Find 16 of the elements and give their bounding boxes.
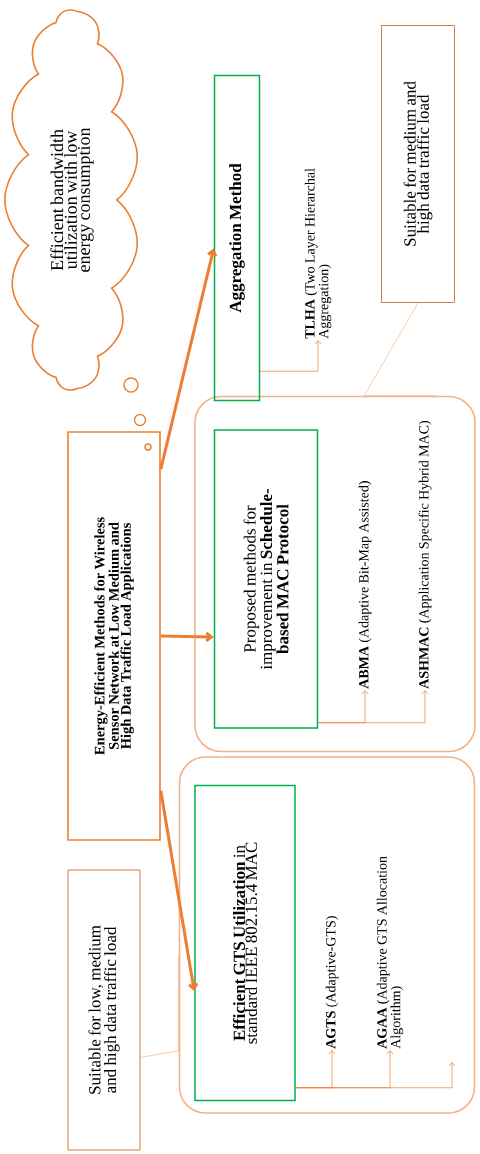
method-text: AGTS (Adaptive-GTS) (325, 916, 339, 1049)
topic-box: Energy-Efficient Methods for Wireless Sensor Network at Low Medium and High Data Traffic Load Applications (67, 431, 161, 841)
method-text: ABMA (Adaptive Bit-Map Assisted) (358, 481, 372, 689)
note-box: Suitable for medium and high data traffic load (381, 25, 455, 303)
arrow (259, 340, 322, 372)
arrow (317, 690, 429, 724)
arrow (159, 248, 218, 470)
thought-cloud: Efficient bandwidth utilization with low energy consumption (4, 9, 138, 391)
arrow (295, 1062, 456, 1089)
arrow (160, 631, 214, 643)
group-panel (194, 395, 476, 753)
method-text: ASHMAC (Application Specific Hybrid MAC) (418, 421, 432, 689)
group-panel (178, 756, 476, 1114)
note-box: Suitable for low, medium and high data traffic load (67, 869, 141, 1151)
method-box: Aggregation Method (213, 74, 261, 402)
method-box: Efficient GTS Utilization in standard IEEE 802.15.4 MAC (194, 784, 296, 1102)
